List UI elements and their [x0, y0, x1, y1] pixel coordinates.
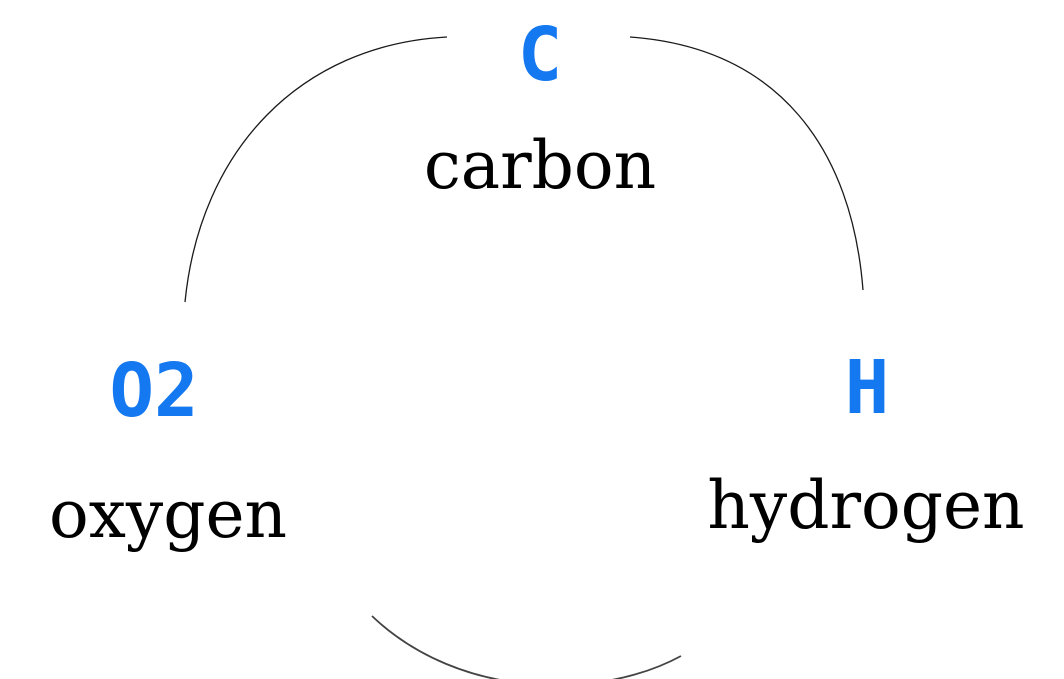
node-hydrogen: H hydrogen	[707, 345, 1024, 544]
hydrogen-symbol: H	[845, 345, 890, 431]
carbon-symbol: C	[518, 12, 563, 98]
arc-oxygen-to-carbon	[184, 36, 448, 303]
oxygen-name: oxygen	[49, 476, 287, 553]
arc-hydrogen-to-oxygen	[371, 615, 682, 679]
arc-carbon-to-hydrogen	[629, 36, 864, 291]
carbon-name: carbon	[424, 127, 656, 204]
oxygen-symbol: O2	[109, 348, 198, 434]
node-carbon: C carbon	[424, 12, 656, 204]
node-oxygen: O2 oxygen	[49, 348, 287, 553]
hydrogen-name: hydrogen	[707, 467, 1024, 544]
